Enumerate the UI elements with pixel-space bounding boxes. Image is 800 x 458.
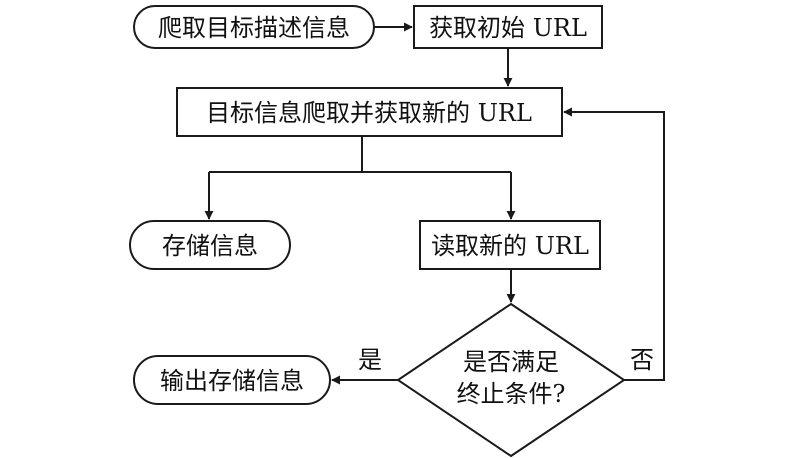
node-start-label: 爬取目标描述信息 — [158, 14, 350, 42]
node-output-info-label: 输出存储信息 — [160, 367, 304, 395]
node-get-initial-url: 获取初始 URL — [413, 5, 603, 49]
edge-decision-no-loop — [563, 107, 665, 381]
node-crawl-target-label: 目标信息爬取并获取新的 URL — [206, 99, 532, 127]
node-crawl-target: 目标信息爬取并获取新的 URL — [176, 87, 563, 137]
node-decision-label-line2: 终止条件? — [457, 380, 566, 408]
node-decision-label-line1: 是否满足 — [463, 348, 559, 376]
node-read-new-url: 读取新的 URL — [419, 220, 601, 270]
node-get-initial-url-label: 获取初始 URL — [429, 14, 587, 42]
node-start: 爬取目标描述信息 — [133, 5, 375, 49]
node-output-info: 输出存储信息 — [133, 355, 331, 405]
node-store-info: 存储信息 — [129, 220, 291, 270]
node-read-new-url-label: 读取新的 URL — [431, 232, 589, 260]
edge-no-label: 否 — [630, 346, 654, 374]
edge-yes-label: 是 — [358, 346, 382, 374]
node-store-info-label: 存储信息 — [162, 232, 258, 260]
node-decision: 是否满足 终止条件? — [396, 302, 626, 458]
